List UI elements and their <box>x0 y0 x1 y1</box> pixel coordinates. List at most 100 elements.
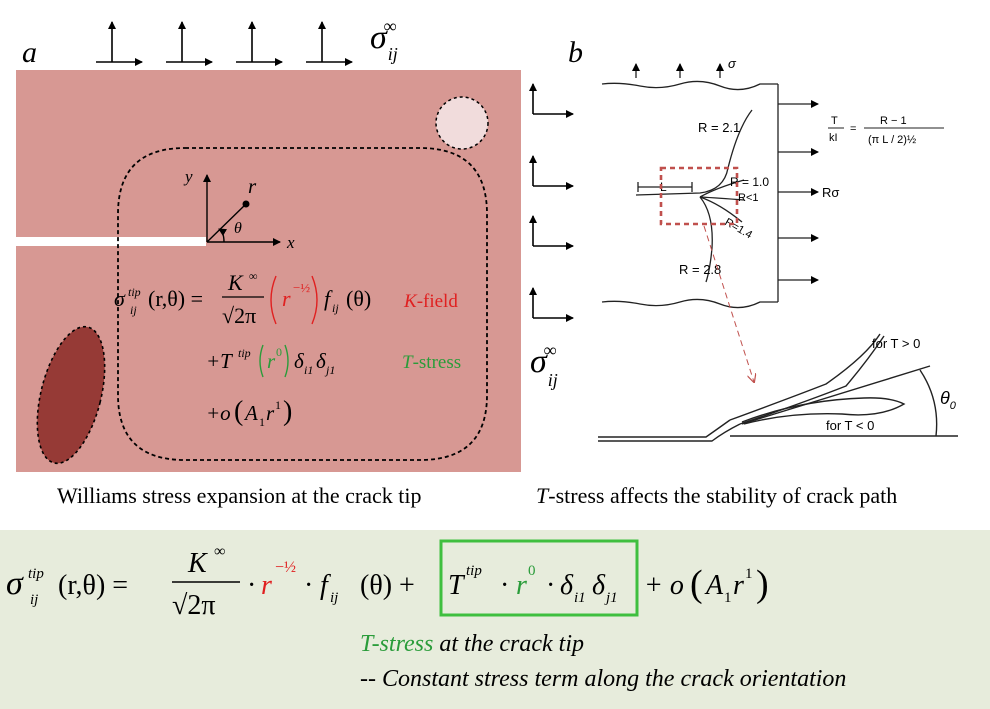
svg-text:ij: ij <box>330 590 338 606</box>
svg-text:r: r <box>266 401 275 425</box>
t-stress-label: T-stress <box>402 352 461 373</box>
svg-text:tip: tip <box>238 346 251 360</box>
svg-text:+ o: + o <box>644 570 684 601</box>
svg-text:−½: −½ <box>275 559 296 576</box>
sigma-top-label: σ <box>728 56 737 71</box>
bottom-equation-panel: σ tip ij (r,θ) = K ∞ √2π · r −½ · f ij (… <box>0 530 990 709</box>
svg-text:σ: σ <box>114 286 126 311</box>
theta0-label: θ0 <box>940 388 957 412</box>
svg-text:tip: tip <box>28 566 44 582</box>
svg-text:δ: δ <box>294 349 305 373</box>
svg-text:K: K <box>187 548 208 579</box>
panel-b: b σij∞ <box>529 36 958 508</box>
svg-text:δ: δ <box>560 570 574 601</box>
svg-text:r: r <box>733 570 744 601</box>
svg-text:σ: σ <box>6 565 24 602</box>
svg-text:√2π: √2π <box>172 590 216 621</box>
svg-text:1: 1 <box>745 566 753 582</box>
svg-text:δ: δ <box>316 349 327 373</box>
svg-text:kI: kI <box>829 132 838 144</box>
williams-expansion-equation: σ tip ij (r,θ) = K ∞ √2π · r −½ · f ij (… <box>6 539 769 621</box>
svg-text:∞: ∞ <box>249 269 258 283</box>
svg-text:f: f <box>320 570 331 601</box>
svg-text:(π L / 2)½: (π L / 2)½ <box>868 134 916 146</box>
zoomed-crack-paths <box>598 333 958 442</box>
svg-text:tip: tip <box>128 285 141 299</box>
svg-text:R − 1: R − 1 <box>880 115 907 127</box>
svg-text:0: 0 <box>276 345 282 359</box>
svg-text:tip: tip <box>466 563 482 579</box>
equation-higher-order: +o ( A 1 r 1 ) <box>206 396 292 429</box>
R-label-1.0: R = 1.0 <box>730 175 769 189</box>
L-label: L <box>660 180 667 194</box>
svg-text:A: A <box>704 570 724 601</box>
crack <box>16 237 206 246</box>
R-label-2.8: R = 2.8 <box>679 262 721 277</box>
R-sigma-label: Rσ <box>822 185 839 200</box>
svg-text:ij: ij <box>130 303 137 317</box>
svg-text:r: r <box>282 286 291 311</box>
svg-text:r: r <box>516 570 527 601</box>
t-stress-note: T-stress at the crack tip <box>360 631 584 657</box>
R-label-2.1: R = 2.1 <box>698 120 740 135</box>
R-label-less-1: R<1 <box>738 192 759 204</box>
svg-text:−½: −½ <box>293 280 310 295</box>
svg-text:1: 1 <box>275 398 281 412</box>
svg-text:(: ( <box>690 563 703 605</box>
crack-tip-region <box>117 147 488 461</box>
inclusion <box>36 325 106 465</box>
point-r <box>242 200 250 208</box>
svg-text:A: A <box>243 401 258 425</box>
svg-text:T: T <box>448 570 466 601</box>
svg-text:(r,θ) =: (r,θ) = <box>148 286 203 311</box>
t-stress-highlight-box <box>439 539 639 617</box>
axis-x-label: x <box>286 233 295 252</box>
svg-text:j1: j1 <box>324 363 335 377</box>
svg-text:ij: ij <box>30 592 38 608</box>
svg-text:+o: +o <box>206 401 231 425</box>
svg-text:): ) <box>756 563 769 605</box>
svg-text:K: K <box>227 270 244 295</box>
R-label-1.4: R=1.4 <box>723 216 755 241</box>
ratio-formula: T kI = R − 1 (π L / 2)½ <box>828 115 944 146</box>
svg-text:(r,θ) =: (r,θ) = <box>58 570 128 601</box>
svg-text:(θ): (θ) <box>346 286 371 311</box>
k-field-label: K-field <box>403 291 458 312</box>
top-load-arrows <box>96 21 353 66</box>
theta-label: θ <box>234 220 242 237</box>
svg-text:f: f <box>324 286 333 311</box>
svg-text:1: 1 <box>724 590 732 606</box>
zoom-arrow <box>703 225 754 382</box>
svg-text:0: 0 <box>528 563 536 579</box>
svg-text:·: · <box>247 570 256 601</box>
svg-text:∞: ∞ <box>214 543 225 560</box>
svg-text:): ) <box>283 396 292 427</box>
equation-t-stress: +T tip r 0 δ i1 δ j1 <box>206 344 335 378</box>
panel-a-label: a <box>22 36 37 69</box>
for-T-negative: for T < 0 <box>826 418 874 433</box>
svg-text:i1: i1 <box>304 363 313 377</box>
panel-a-caption: Williams stress expansion at the crack t… <box>57 483 421 508</box>
for-T-positive: for T > 0 <box>872 336 920 351</box>
svg-text:·: · <box>546 570 555 601</box>
bottom-panel-bg <box>0 530 990 709</box>
svg-text:√2π: √2π <box>222 303 256 328</box>
svg-text:δ: δ <box>592 570 606 601</box>
svg-text:ij: ij <box>332 301 339 315</box>
side-load-arrows <box>529 83 574 322</box>
sigma-infinity-right: σij∞ <box>530 340 558 390</box>
svg-text:r: r <box>267 349 276 373</box>
svg-text:i1: i1 <box>574 590 586 606</box>
svg-text:(: ( <box>234 396 243 427</box>
panel-a: a σij∞ y x r <box>16 16 521 508</box>
sigma-infinity-top: σij∞ <box>370 16 398 64</box>
local-axes <box>203 174 281 246</box>
svg-text:1: 1 <box>259 415 265 429</box>
panel-b-label: b <box>568 36 583 69</box>
axis-y-label: y <box>183 167 193 186</box>
zoom-box <box>659 166 739 226</box>
r-label: r <box>248 174 257 198</box>
svg-text:j1: j1 <box>604 590 618 606</box>
svg-text:·: · <box>500 570 509 601</box>
